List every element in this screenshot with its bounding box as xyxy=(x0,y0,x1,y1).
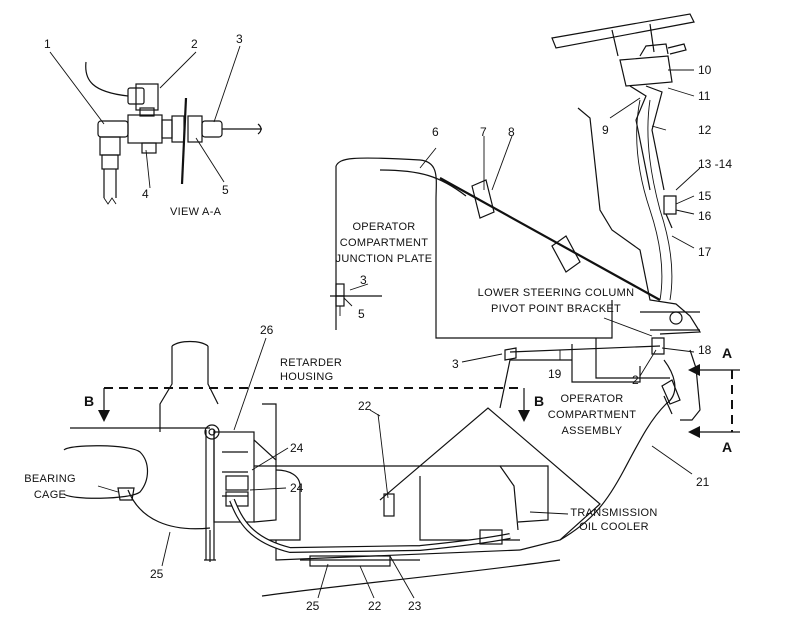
retarder-housing-caption-1: RETARDER xyxy=(280,357,342,369)
callout-19: 19 xyxy=(548,367,562,381)
callout-12: 12 xyxy=(698,123,712,137)
callout-3-lower: 3 xyxy=(452,357,459,371)
callout-21-lower: 22 xyxy=(368,599,382,613)
pivot-bracket-caption-1: LOWER STEERING COLUMN xyxy=(478,287,635,299)
callout-10: 10 xyxy=(698,63,712,77)
junction-plate-caption-2: COMPARTMENT xyxy=(340,237,428,249)
callout-8: 8 xyxy=(508,125,515,139)
view-aa-detail xyxy=(49,45,262,205)
callout-3-junction: 3 xyxy=(360,273,367,287)
callout-4: 4 xyxy=(142,187,149,201)
callout-16: 16 xyxy=(698,209,712,223)
callout-leaders-lower xyxy=(97,337,569,599)
section-a-bottom-label: A xyxy=(722,439,732,455)
transmission-assembly xyxy=(63,340,601,597)
callout-11: 11 xyxy=(698,89,711,103)
callout-6: 6 xyxy=(432,125,439,139)
callout-leaders-right xyxy=(419,69,701,475)
oil-cooler-caption-1: TRANSMISSION xyxy=(570,507,657,519)
callout-13-14: 13 -14 xyxy=(698,157,732,171)
callout-17: 17 xyxy=(698,245,712,259)
operator-assembly-caption-1: OPERATOR xyxy=(560,393,623,405)
callout-23-upper: 24 xyxy=(290,441,304,455)
bearing-cage-caption-2: CAGE xyxy=(34,489,66,501)
callout-5-junction: 5 xyxy=(358,307,365,321)
section-b-right-label: B xyxy=(534,393,544,409)
callout-20: 21 xyxy=(696,475,710,489)
callout-2: 2 xyxy=(191,37,198,51)
callout-3: 3 xyxy=(236,32,243,46)
bearing-cage-caption-1: BEARING xyxy=(24,473,76,485)
operator-compartment-outline xyxy=(335,13,702,541)
section-b-marker xyxy=(98,387,530,422)
operator-assembly-caption-3: ASSEMBLY xyxy=(562,425,623,437)
callout-7: 7 xyxy=(480,125,487,139)
view-aa-caption: VIEW A-A xyxy=(170,206,222,218)
junction-plate-caption-3: JUNCTION PLATE xyxy=(336,253,433,265)
callout-26: 26 xyxy=(260,323,274,337)
pivot-bracket-caption-2: PIVOT POINT BRACKET xyxy=(491,303,621,315)
section-b-left-label: B xyxy=(84,393,94,409)
callout-18: 18 xyxy=(698,343,712,357)
callout-24: 25 xyxy=(306,599,320,613)
operator-assembly-caption-2: COMPARTMENT xyxy=(548,409,636,421)
oil-cooler-caption-2: OIL COOLER xyxy=(579,521,649,533)
junction-plate-caption-1: OPERATOR xyxy=(352,221,415,233)
callout-9: 9 xyxy=(602,123,609,137)
section-a-top-label: A xyxy=(722,345,732,361)
callout-2-lower: 2 xyxy=(632,373,639,387)
callout-5: 5 xyxy=(222,183,229,197)
junction-plate-detail xyxy=(330,283,382,316)
section-a-marker xyxy=(688,364,740,438)
callout-25: 25 xyxy=(150,567,164,581)
callout-21-upper: 22 xyxy=(358,399,372,413)
callout-15: 15 xyxy=(698,189,712,203)
callout-1: 1 xyxy=(44,37,51,51)
retarder-housing-caption-2: HOUSING xyxy=(280,371,333,383)
callout-23-lower: 24 xyxy=(290,481,304,495)
callout-22: 23 xyxy=(408,599,422,613)
